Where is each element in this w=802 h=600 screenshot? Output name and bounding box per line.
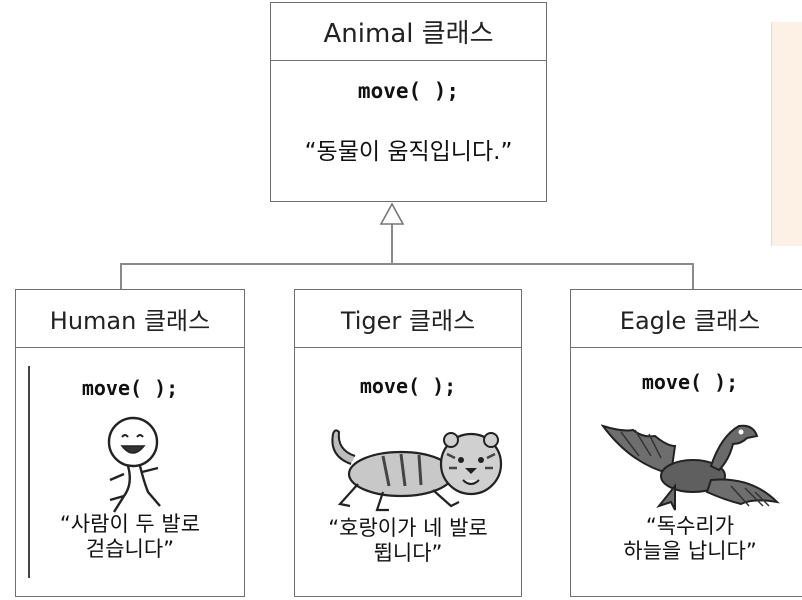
human-move-description: “사람이 두 발로 걷습니다”: [59, 512, 201, 562]
tiger-class-header: Tiger 클래스: [295, 290, 521, 348]
animal-move-method: move( );: [357, 79, 460, 103]
eagle-class-title: Eagle 클래스: [619, 307, 761, 335]
flying-eagle-icon: [601, 424, 780, 511]
inheritance-arrow-icon: [379, 202, 405, 225]
inheritance-stem-line: [391, 222, 393, 264]
eagle-move-method: move( );: [641, 370, 739, 394]
human-class-title: Human 클래스: [49, 307, 211, 335]
running-tiger-icon: [331, 429, 503, 512]
inheritance-horizontal-line: [120, 263, 694, 265]
tiger-class-title: Tiger 클래스: [340, 307, 476, 335]
animal-class-box: Animal 클래스 move( ); “동물이 움직입니다.”: [270, 2, 547, 202]
tiger-move-method: move( );: [359, 374, 457, 398]
animal-class-header: Animal 클래스: [271, 3, 546, 61]
tiger-move-description: “호랑이가 네 발로 뜁니다”: [328, 516, 488, 566]
side-note-panel: [771, 22, 802, 246]
human-class-box: Human 클래스 move( ); “사람이 두 발로 걷습니다”: [15, 289, 245, 597]
eagle-class-header: Eagle 클래스: [571, 290, 802, 348]
animal-class-title: Animal 클래스: [323, 19, 494, 49]
tiger-class-box: Tiger 클래스 move( ); “호랑이가 네 발로 뜁니다”: [294, 289, 522, 597]
inheritance-branch-human: [120, 263, 122, 290]
inheritance-branch-eagle: [692, 263, 694, 290]
running-child-icon: [107, 416, 161, 513]
eagle-move-description: “독수리가 하늘을 납니다”: [623, 514, 757, 564]
animal-move-description: “동물이 움직입니다.”: [304, 139, 513, 165]
human-class-header: Human 클래스: [16, 290, 244, 348]
eagle-class-box: Eagle 클래스 move( ); “독수리가 하늘을 납니다”: [570, 289, 802, 597]
human-left-rule: [28, 366, 30, 578]
human-move-method: move( );: [81, 376, 179, 400]
